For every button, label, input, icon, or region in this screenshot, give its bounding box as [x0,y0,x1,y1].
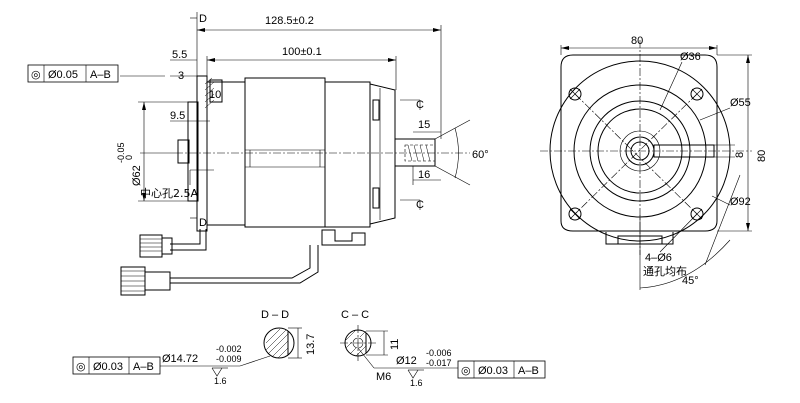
dim-total-length: 128.5±0.2 [265,15,314,27]
mounting-flange-rear [369,83,396,225]
dd-roughness: 1.6 [214,376,227,386]
concentricity-symbol: ◎ [31,69,41,81]
dim-15: 15 [418,119,430,131]
dia-92-label: Ø92 [730,196,751,208]
dd-roughness-symbol [211,367,223,377]
angle-60: 60° [472,149,489,161]
holes-label: 4–Ø6 [645,252,672,264]
dim-5-5: 5.5 [172,49,187,61]
section-c-bottom: C [416,199,424,211]
dia-36-label: Ø36 [680,51,701,63]
tol-datum-front: A–B [90,69,111,81]
angle-45: 45° [682,275,699,287]
dim-8: 8 [734,152,746,158]
pilot-boss [187,101,199,202]
cc-concentricity-symbol: ◎ [461,365,471,377]
dim-80-right: 80 [756,150,768,162]
dd-tol-upper: -0.002 [216,344,242,354]
dim-80-top: 80 [631,35,643,47]
cc-dia: Ø12 [396,355,417,367]
dia-62-tol-upper: 0 [124,155,134,160]
cc-tol-upper: -0.006 [426,348,452,358]
cc-thread: M6 [376,371,391,383]
section-cc: C – C 11 M6 Ø12 -0.006 -0.017 1.6 [340,309,546,388]
section-d-top: D [199,13,207,25]
dim-10: 10 [209,89,221,101]
dd-dim-13-7: 13.7 [305,334,317,355]
square-flange [560,54,718,232]
tolerance-frame-dd: ◎ Ø0.03 A–B [72,356,161,375]
section-dd-circle [263,327,295,359]
section-d-bottom: D [199,217,207,229]
dim-9-5: 9.5 [170,110,185,122]
cc-roughness: 1.6 [410,378,423,388]
section-c-top: C [416,99,424,111]
side-view: 80 80 8 Ø36 Ø55 Ø92 4–Ø6 通孔均布 45° [540,35,768,290]
dd-tol-lower: -0.009 [216,354,242,364]
cc-dim-11: 11 [389,339,401,350]
dia-62-tol-lower: -0.05 [116,142,126,163]
output-shaft [394,138,436,167]
dim-body-length: 100±0.1 [282,46,322,58]
dim-16: 16 [418,169,430,181]
cc-roughness-symbol [407,369,419,379]
connector-upper [139,234,163,258]
section-cc-title: C – C [341,309,369,321]
tol-value-front: Ø0.05 [48,69,78,81]
connector-bracket [321,229,366,246]
center-hole-note: 中心孔2.5A [140,187,198,200]
dim-3: 3 [178,70,184,82]
tolerance-frame-cc: ◎ Ø0.03 A–B [457,360,546,379]
section-dd-title: D – D [261,309,289,321]
dd-tol-datum: A–B [133,361,154,373]
cc-tol-lower: -0.017 [426,358,452,368]
dia-55-label: Ø55 [730,97,751,109]
dia-62: Ø62 [131,165,143,186]
cable-lower [170,245,319,284]
dd-concentricity-symbol: ◎ [76,361,86,373]
rear-end-cap [324,81,371,228]
front-view: 128.5±0.2 100±0.1 5.5 3 10 9.5 15 16 60°… [27,12,489,296]
tolerance-frame-front: ◎ Ø0.05 A–B [27,64,119,83]
rear-shaft [177,139,190,164]
holes-note: 通孔均布 [643,265,687,278]
dd-dia: Ø14.72 [162,353,198,365]
section-dd: D – D 13.7 Ø14.72 -0.002 -0.009 1.6 ◎ [72,309,317,386]
dd-tol-value: Ø0.03 [93,361,123,373]
cc-tol-value: Ø0.03 [478,365,508,377]
cc-tol-datum: A–B [518,365,539,377]
stator-body [244,77,326,228]
